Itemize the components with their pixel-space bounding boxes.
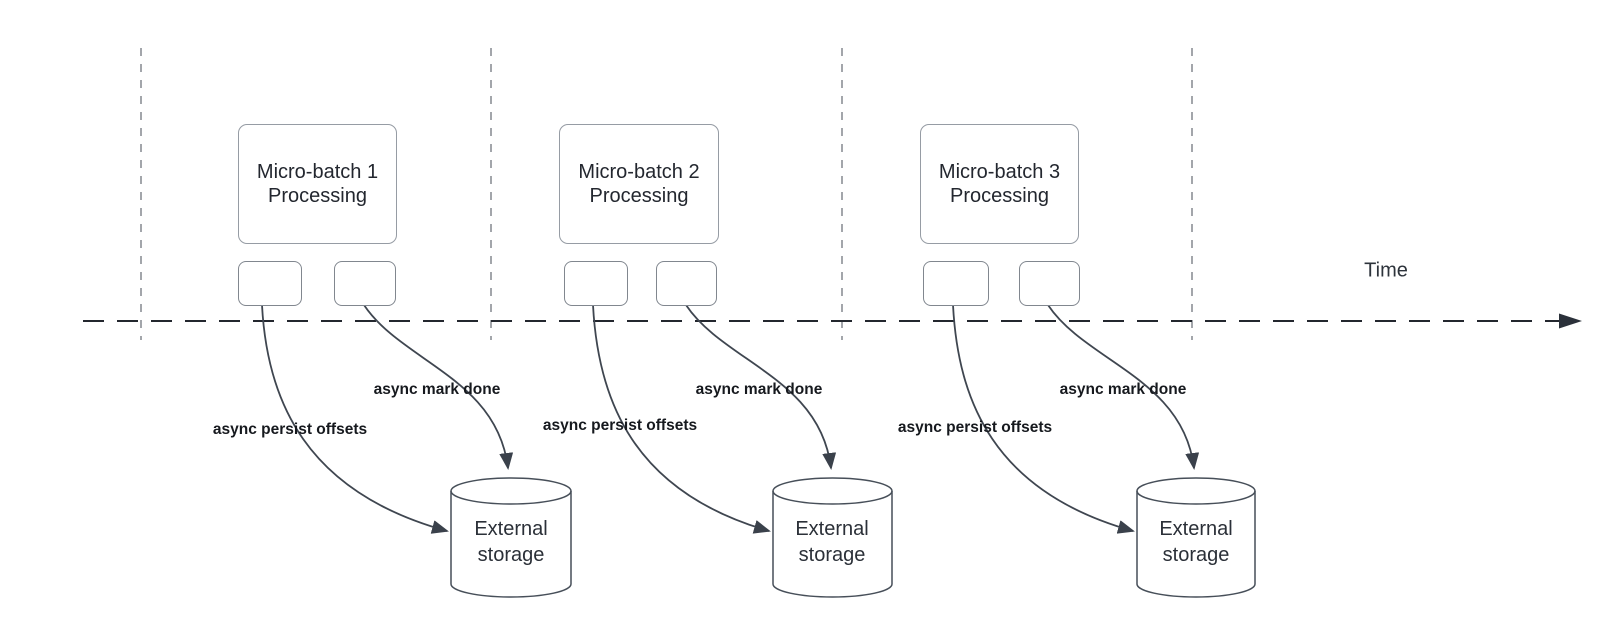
batch-3-storage-label: External storage [1159, 518, 1233, 566]
batch-2-storage-cylinder [772, 477, 893, 598]
batch-2-done-box [656, 261, 717, 306]
batch-2-processing-label: Micro-batch 2 Processing [578, 161, 700, 207]
time-axis-arrowhead [1559, 313, 1582, 329]
batch-1-done-box [334, 261, 396, 306]
batch-1-persist-offsets-label: async persist offsets [212, 421, 368, 438]
batch-3-offset-box [923, 261, 989, 306]
batch-1-storage-label: External storage [474, 518, 548, 566]
batch-1-offset-box [238, 261, 302, 306]
batch-1-persist-offsets-arrow [261, 304, 449, 534]
time-axis-label: Time [1364, 259, 1408, 282]
batch-3-mark-done-label: async mark done [1059, 381, 1187, 398]
batch-2-storage-label: External storage [795, 518, 869, 566]
batch-3-persist-offsets-label: async persist offsets [897, 419, 1053, 436]
batch-1-storage-cylinder [450, 477, 572, 598]
batch-3-processing-label: Micro-batch 3 Processing [938, 161, 1061, 207]
batch-1-processing-label: Micro-batch 1 Processing [256, 161, 379, 207]
batch-1-processing-box: Micro-batch 1 Processing [238, 124, 397, 244]
batch-3-persist-offsets-arrow [952, 304, 1135, 534]
batch-3-mark-done-arrow [1047, 304, 1200, 470]
batch-2-mark-done-label: async mark done [695, 381, 823, 398]
batch-3-storage-cylinder [1136, 477, 1256, 598]
batch-3-done-box [1019, 261, 1080, 306]
batch-1-mark-done-label: async mark done [373, 381, 501, 398]
batch-2-persist-offsets-arrow [592, 304, 771, 534]
batch-3-processing-box: Micro-batch 3 Processing [920, 124, 1079, 244]
batch-2-processing-box: Micro-batch 2 Processing [559, 124, 719, 244]
batch-2-offset-box [564, 261, 628, 306]
batch-2-persist-offsets-label: async persist offsets [542, 417, 698, 434]
batch-2-mark-done-arrow [685, 304, 837, 470]
batch-1-mark-done-arrow [363, 304, 514, 470]
